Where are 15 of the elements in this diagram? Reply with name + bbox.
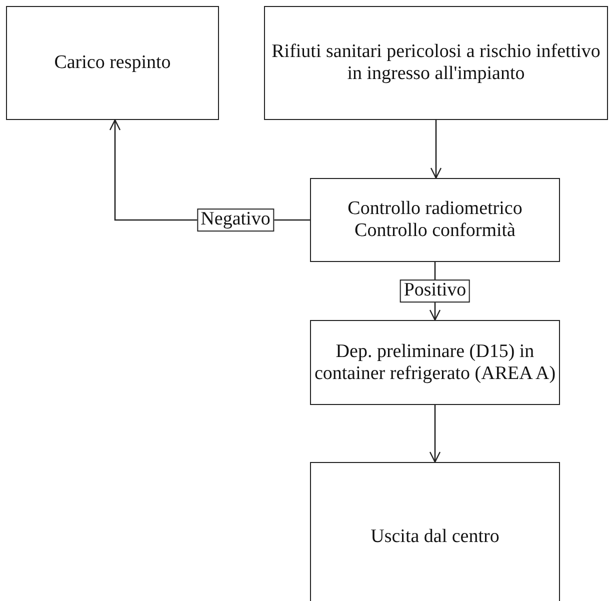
- process-box: [310, 178, 560, 262]
- box-text: Dep. preliminare (D15) in container refrigerato (AREA A): [313, 340, 557, 384]
- box-text: Controllo conformità: [354, 220, 516, 242]
- edge-label: Positivo: [400, 280, 470, 302]
- box-text: Rifiuti sanitari pericolosi a rischio infettivo in ingresso all'impianto: [270, 41, 602, 85]
- box-text: Controllo radiometrico: [348, 198, 522, 220]
- process-box: [310, 320, 560, 405]
- box-text: Uscita dal centro: [370, 526, 500, 548]
- process-box: [310, 462, 560, 601]
- edge-label: Negativo: [196, 208, 274, 232]
- process-box: [264, 6, 608, 120]
- arrow: [430, 120, 442, 179]
- process-box: [6, 6, 219, 120]
- box-text: Carico respinto: [54, 52, 171, 74]
- arrow: [429, 405, 441, 463]
